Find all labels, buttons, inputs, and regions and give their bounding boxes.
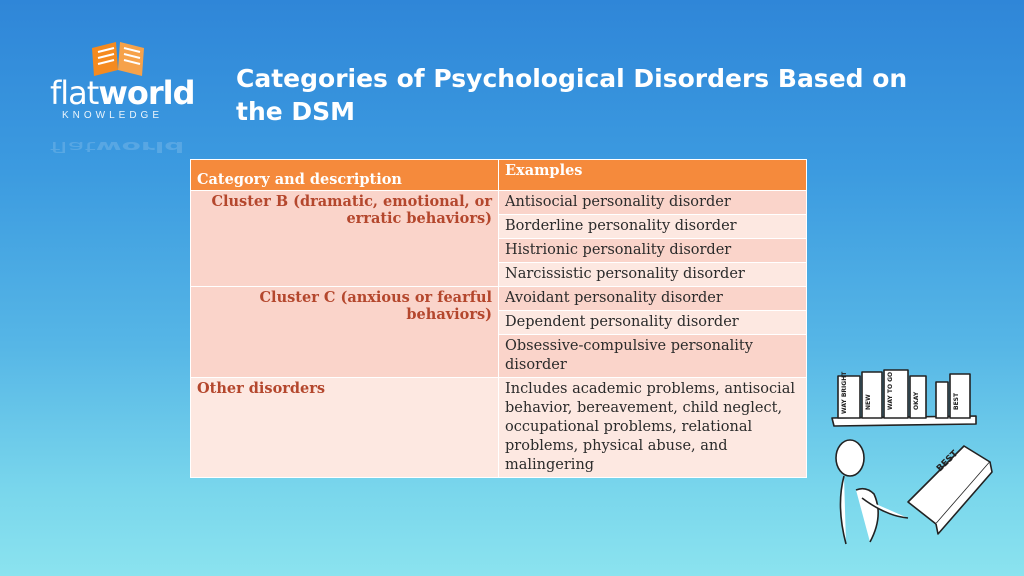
flatworld-logo: flatworld KNOWLEDGE flatworld xyxy=(48,34,196,155)
example-cell: Avoidant personality disorder xyxy=(498,286,807,311)
book-spine-label: WAY TO GO xyxy=(887,372,894,410)
example-cell: Borderline personality disorder xyxy=(498,214,807,239)
example-cell: Includes academic problems, antisocial b… xyxy=(498,377,807,478)
book-spine-label: NEW xyxy=(865,394,872,410)
bookshelf-illustration: WAY BRIGHT NEW WAY TO GO OKAY BEST BEST xyxy=(831,369,993,545)
category-cluster-b: Cluster B (dramatic, emotional, or errat… xyxy=(190,190,499,287)
column-header-examples: Examples xyxy=(498,159,807,191)
example-cell: Dependent personality disorder xyxy=(498,310,807,335)
example-cell: Obsessive-compulsive personality disorde… xyxy=(498,334,807,378)
book-spine-label: BEST xyxy=(953,392,960,410)
table-row: Borderline personality disorder xyxy=(191,214,807,239)
table-row: Histrionic personality disorder xyxy=(191,238,807,263)
slide-title: Categories of Psychological Disorders Ba… xyxy=(236,64,908,126)
table-row: Narcissistic personality disorder xyxy=(191,262,807,287)
dsm-categories-table: Category and description Examples Cluste… xyxy=(190,159,807,478)
book-spine-label: WAY BRIGHT xyxy=(841,371,848,414)
table-row: Obsessive-compulsive personality disorde… xyxy=(191,334,807,378)
open-book-icon xyxy=(92,42,144,76)
example-cell: Antisocial personality disorder xyxy=(498,190,807,215)
category-other-disorders: Other disorders xyxy=(190,377,499,478)
logo-reflection: flatworld xyxy=(50,138,185,155)
category-cluster-c: Cluster C (anxious or fearful behaviors) xyxy=(190,286,499,378)
table-row: Cluster C (anxious or fearful behaviors)… xyxy=(190,286,807,378)
column-header-category: Category and description xyxy=(190,159,499,191)
table-row: Cluster B (dramatic, emotional, or errat… xyxy=(190,190,807,287)
logo-wordmark: flatworld xyxy=(50,74,196,112)
book-spine-label: OKAY xyxy=(913,391,920,410)
logo-subtitle: KNOWLEDGE xyxy=(62,110,164,121)
example-cell: Narcissistic personality disorder xyxy=(498,262,807,287)
table-row: Other disorders Includes academic proble… xyxy=(190,377,807,478)
table-row: Dependent personality disorder xyxy=(191,310,807,335)
example-cell: Histrionic personality disorder xyxy=(498,238,807,263)
table-header-row: Category and description Examples xyxy=(190,159,807,191)
